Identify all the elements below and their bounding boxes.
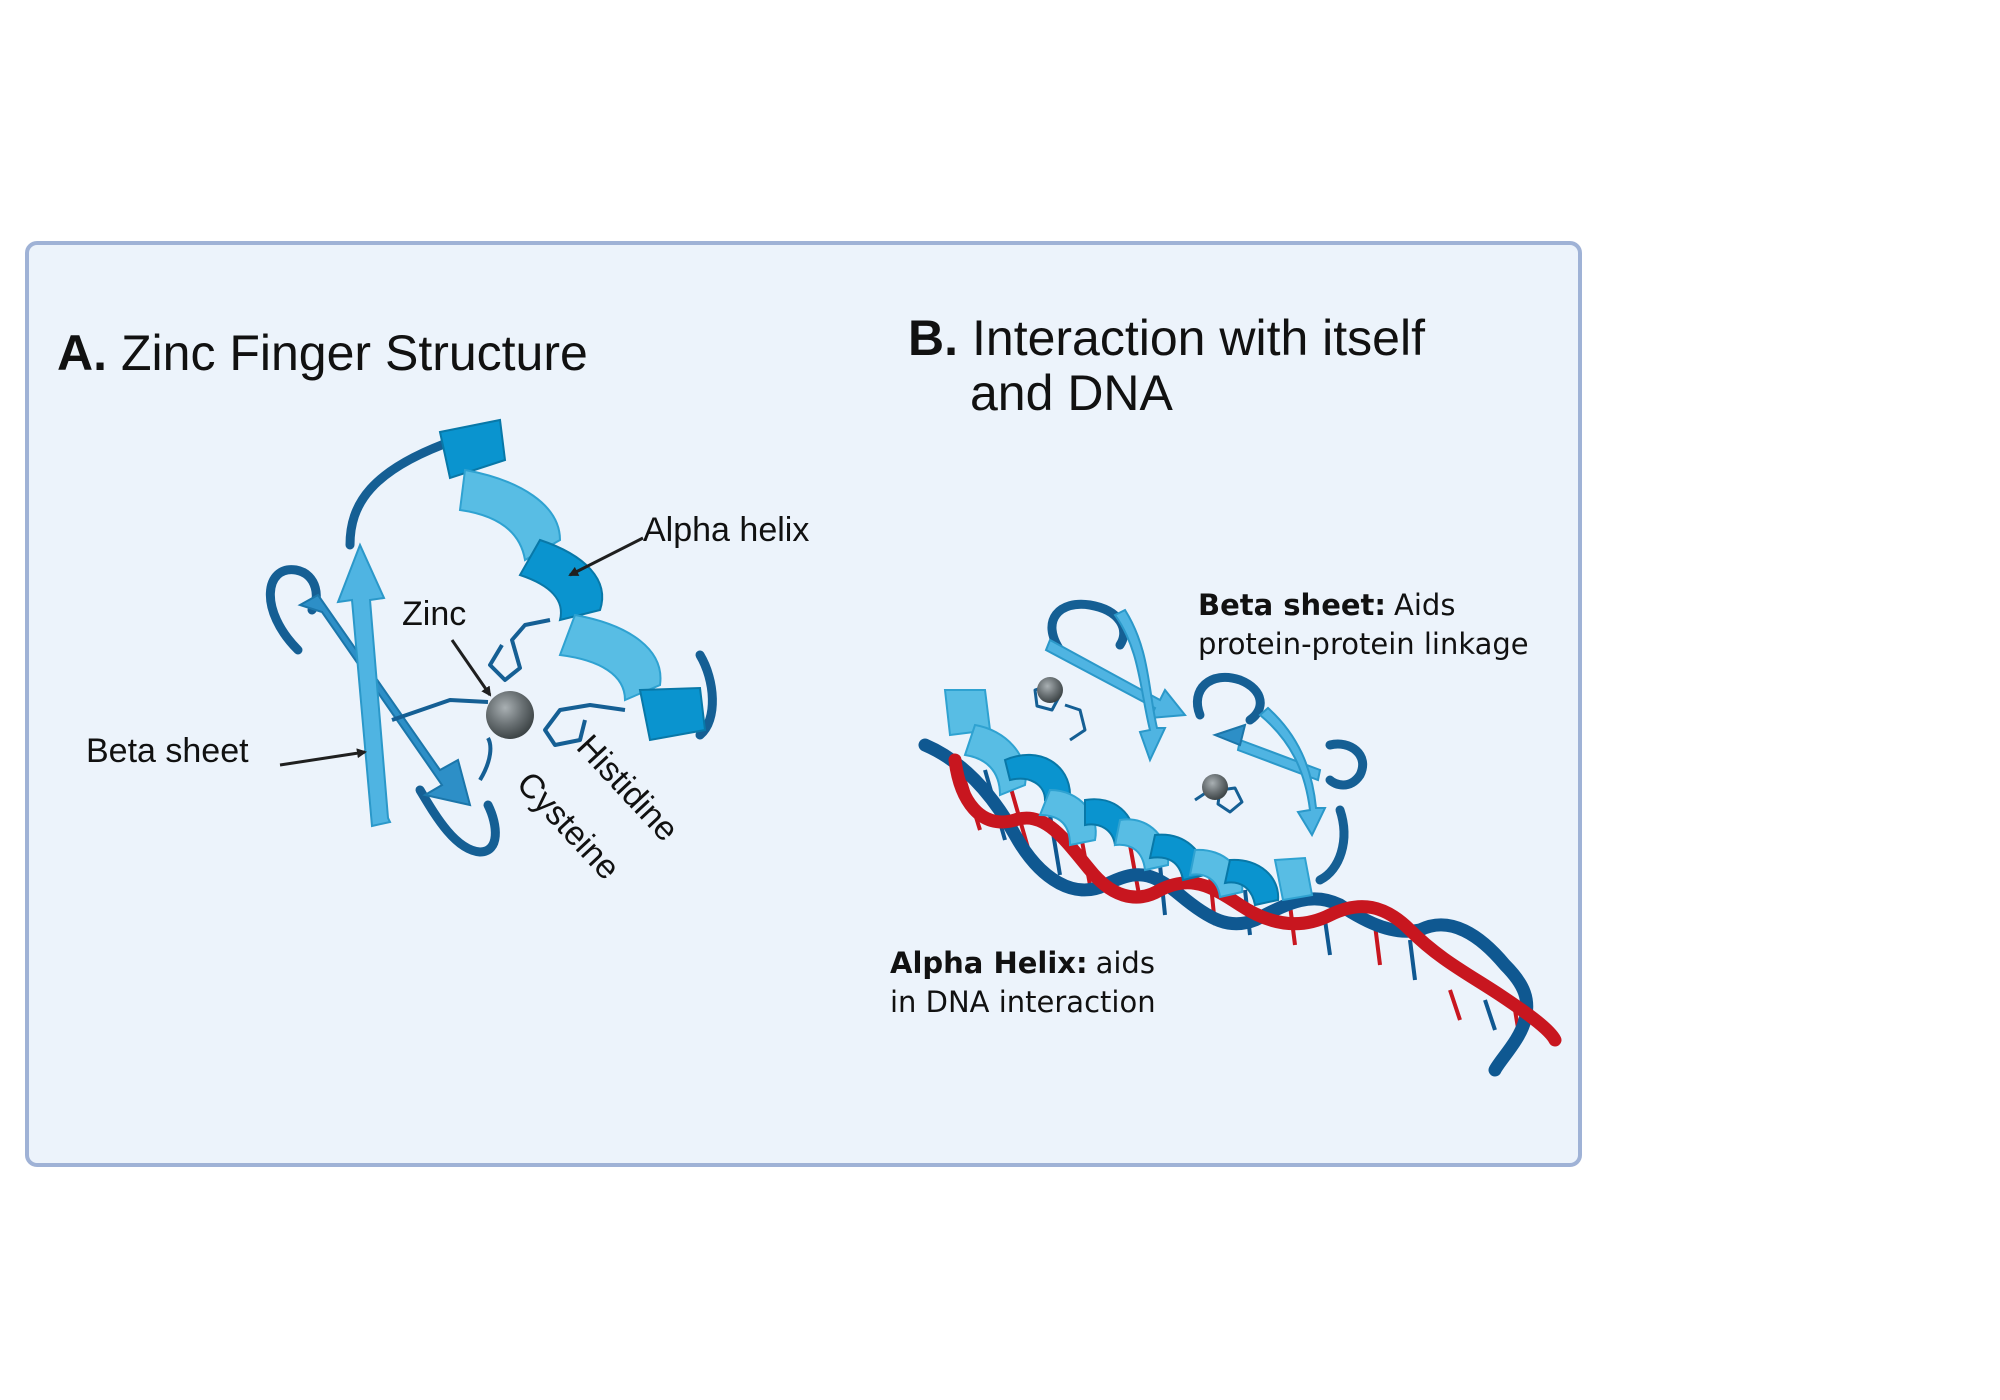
complex-coil-3	[1325, 739, 1368, 790]
arrow-zinc	[450, 639, 492, 697]
panel-b-title-text-1: Interaction with itself	[972, 310, 1425, 366]
dna-strand-red	[948, 753, 1562, 1047]
complex-coil-2	[1192, 672, 1265, 725]
top-loop-coil	[345, 435, 460, 550]
panel-background	[25, 241, 1582, 1167]
beta-sheet-note-line1: Beta sheet:Aids	[1198, 588, 1455, 622]
alpha-helix-note-line2: in DNA interaction	[890, 985, 1156, 1019]
panel-a-letter: A.	[57, 325, 107, 381]
complex-beta-strand-5	[1258, 706, 1327, 838]
arrow-alpha-helix	[568, 536, 644, 577]
alpha-helix-ribbon	[438, 418, 707, 742]
zinc-atom	[486, 691, 534, 739]
arrow-beta-sheet	[279, 748, 367, 767]
complex-beta-strand-2	[1113, 608, 1167, 763]
zinc-finger-structure-illustration	[265, 418, 717, 857]
dna-strand-blue	[918, 738, 1534, 1077]
histidine-ring-upper	[488, 618, 551, 682]
complex-zinc-atom-1	[1037, 677, 1063, 703]
zinc-finger-protein-complex	[943, 599, 1368, 907]
complex-coil-4	[1315, 805, 1349, 885]
label-zinc: Zinc	[402, 595, 466, 633]
beta-sheet-note-term: Beta sheet:	[1198, 588, 1386, 622]
beta-sheet-note-text1: Aids	[1394, 588, 1455, 622]
dna-double-helix	[918, 738, 1562, 1077]
complex-sidechain-3	[1216, 786, 1244, 814]
complex-sidechain-2	[1064, 703, 1087, 742]
bottom-hairpin-coil	[415, 785, 500, 857]
cysteine-sidechain-upper	[391, 698, 489, 722]
panel-b-letter: B.	[908, 310, 958, 366]
label-alpha-helix: Alpha helix	[643, 511, 809, 549]
label-beta-sheet: Beta sheet	[86, 732, 249, 770]
left-hairpin-coil	[265, 565, 321, 655]
panel-b-title-line2: and DNA	[970, 365, 1174, 421]
panel-a-title-text: Zinc Finger Structure	[121, 325, 588, 381]
panel-b-title-line1: B.Interaction with itself	[908, 310, 1425, 366]
complex-alpha-helix	[943, 689, 1314, 907]
complex-beta-strand-4	[1212, 723, 1247, 747]
cysteine-sidechain-lower	[478, 737, 493, 782]
panel-a-title: A.Zinc Finger Structure	[57, 325, 588, 381]
histidine-ring-lower	[543, 703, 626, 747]
complex-zinc-atom-2	[1202, 774, 1228, 800]
alpha-helix-note-line1: Alpha Helix:aids	[890, 946, 1155, 980]
beta-sheet-note-line2: protein-protein linkage	[1198, 627, 1529, 661]
alpha-helix-note-text1: aids	[1096, 946, 1155, 980]
alpha-helix-note-term: Alpha Helix:	[890, 946, 1088, 980]
